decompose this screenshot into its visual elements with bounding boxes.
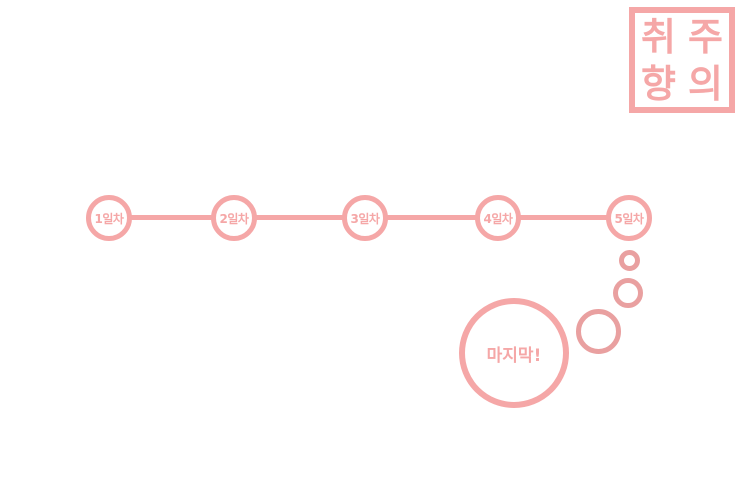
logo-char: 취 [641,14,676,59]
thought-bubble-large [576,309,621,354]
final-label: 마지막! [486,345,542,366]
day-node-2[interactable]: 2일차 [211,195,257,241]
day-node-1[interactable]: 1일차 [86,195,132,241]
day-node-5[interactable]: 5일차 [606,195,652,241]
day-label: 3일차 [350,211,380,226]
day-label: 1일차 [94,211,124,226]
thought-bubble-small [619,250,640,271]
day-label: 5일차 [614,211,644,226]
logo-char: 주 [688,14,723,59]
thought-bubble-medium [613,278,643,308]
logo-char: 의 [688,61,723,106]
day-node-3[interactable]: 3일차 [342,195,388,241]
day-node-4[interactable]: 4일차 [475,195,521,241]
day-label: 4일차 [483,211,513,226]
logo-stamp: 취 주 향 의 [629,7,735,113]
logo-char: 향 [641,61,676,106]
final-day-circle[interactable]: 마지막! [459,298,569,408]
day-label: 2일차 [219,211,249,226]
